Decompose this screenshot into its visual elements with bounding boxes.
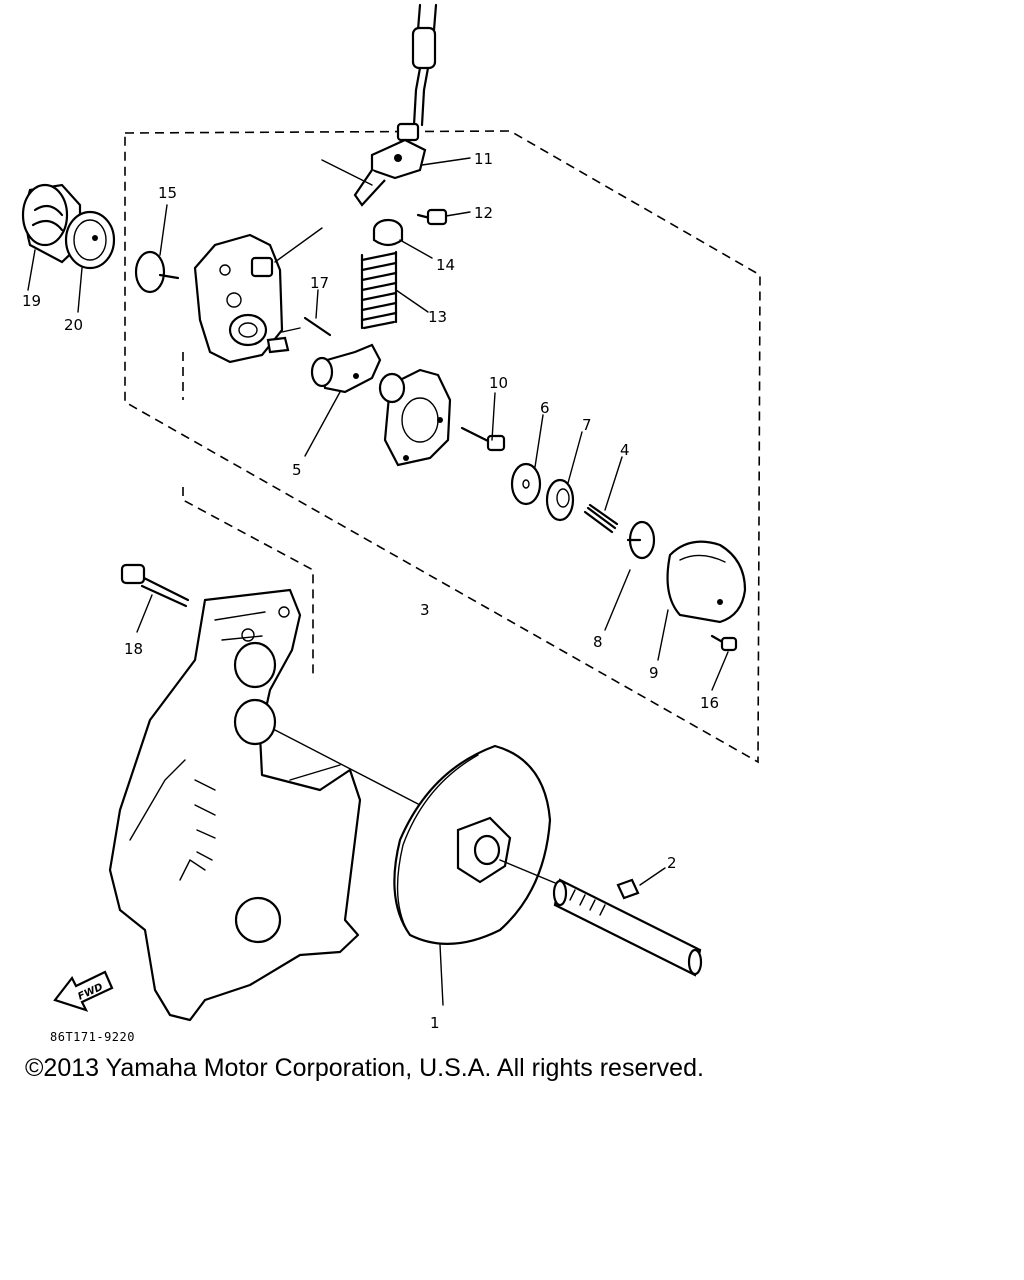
part-label: 4 — [620, 441, 630, 459]
part-label: 8 — [593, 633, 603, 651]
part-label: 11 — [474, 150, 493, 168]
part-label: 5 — [292, 461, 302, 479]
part-9-cover — [657, 540, 747, 661]
copyright-notice: ©2013 Yamaha Motor Corporation, U.S.A. A… — [25, 1054, 704, 1082]
part-4-screw — [583, 456, 623, 534]
part-12-bolt — [416, 208, 471, 226]
part-label: 9 — [649, 664, 659, 682]
part-label: 20 — [64, 316, 83, 334]
part-18-bolt — [120, 563, 190, 633]
part-label: 18 — [124, 640, 143, 658]
exploded-parts-diagram: FWD 1 2 3 4 5 6 7 8 9 10 11 12 13 14 15 … — [21, 3, 761, 1032]
part-label: 17 — [310, 274, 329, 292]
frame-bracket — [108, 588, 421, 1022]
part-20-cap — [64, 210, 116, 313]
part-2-key — [616, 867, 666, 900]
part-label: 10 — [489, 374, 508, 392]
part-7-diaphragm — [545, 431, 583, 522]
part-17-pin — [303, 289, 332, 337]
diagram-code: 86T171-9220 — [50, 1030, 135, 1044]
part-11-bracket — [321, 138, 471, 207]
part-15-plate — [134, 204, 180, 294]
part-16-screw — [710, 634, 738, 691]
part-label: 13 — [428, 308, 447, 326]
part-number-callouts: 1 2 3 4 5 6 7 8 9 10 11 12 13 14 15 16 1… — [22, 150, 719, 1032]
part-5-lever — [304, 343, 382, 457]
part-3-housing — [378, 368, 452, 467]
part-label: 16 — [700, 694, 719, 712]
part-13-spring — [360, 250, 429, 330]
part-10-bolt — [460, 392, 506, 452]
part-label: 7 — [582, 416, 592, 434]
drive-shaft — [499, 859, 703, 977]
part-label: 2 — [667, 854, 677, 872]
carburetor-body — [193, 227, 323, 364]
part-label: 15 — [158, 184, 177, 202]
part-14-cap — [372, 218, 433, 259]
part-6-washer — [510, 414, 544, 506]
part-label: 14 — [436, 256, 455, 274]
throttle-cable — [396, 3, 438, 142]
part-label: 12 — [474, 204, 493, 222]
part-label: 1 — [430, 1014, 440, 1032]
part-1-sheave — [393, 744, 552, 1006]
assembly-outline-dashed — [124, 130, 761, 764]
fwd-arrow-icon: FWD — [53, 970, 114, 1012]
part-label: 3 — [420, 601, 430, 619]
part-label: 6 — [540, 399, 550, 417]
part-8-plunger — [604, 520, 656, 631]
part-label: 19 — [22, 292, 41, 310]
